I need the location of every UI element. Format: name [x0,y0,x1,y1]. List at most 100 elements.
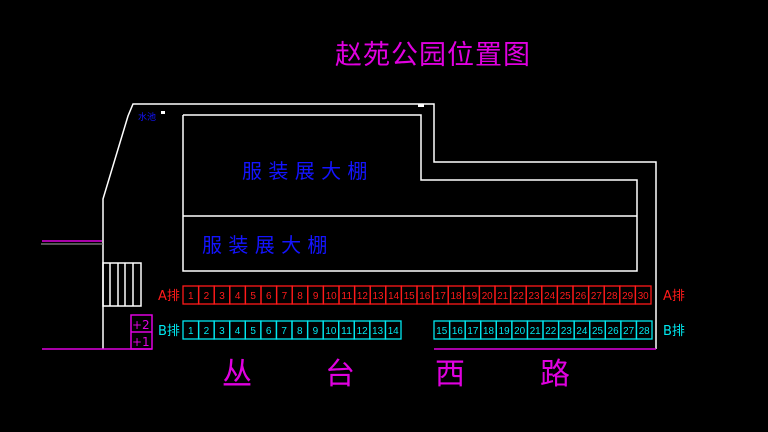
stall-13: 13 [369,285,387,305]
stall-number: 9 [313,326,319,337]
stall-18: 18 [480,320,497,340]
stall-number: 22 [545,326,556,337]
stall-5: 5 [244,320,262,340]
road-char-2: 台 [325,357,355,392]
stall-19: 19 [495,320,513,340]
stall-22: 22 [509,285,527,305]
stall-23: 23 [557,320,575,340]
outer-wall [102,103,657,349]
stall-number: 26 [608,326,619,337]
stall-number: 1 [188,326,194,337]
stall-number: 29 [622,291,633,302]
row-a-label-right: A排 [663,289,685,304]
stall-number: 1 [188,291,194,302]
stall-11: 11 [338,320,355,340]
stall-number: 10 [326,291,337,302]
stall-number: 22 [513,291,524,302]
stall-number: 30 [638,291,649,302]
stall-3: 3 [213,285,231,305]
stall-11: 11 [338,285,356,305]
road-char-3: 西 [435,357,465,392]
stall-12: 12 [353,285,371,305]
stall-number: 20 [514,326,525,337]
stall-number: 5 [250,291,256,302]
stall-number: 12 [357,291,368,302]
stall-number: 7 [281,326,287,337]
level-upper: +2 [132,318,150,332]
stall-16: 16 [448,320,466,340]
row-a-label: A排 [158,289,180,304]
stall-number: 4 [235,326,241,337]
stall-25: 25 [589,320,606,340]
stall-box [635,320,653,340]
stall-number: 24 [576,326,587,337]
stall-15: 15 [400,285,418,305]
row-b-label-right: B排 [663,324,685,339]
gate-mark [418,104,424,107]
stall-number: 24 [544,291,555,302]
stall-number: 15 [404,291,415,302]
stall-number: 18 [451,291,462,302]
stall-6: 6 [260,285,278,305]
stall-3: 3 [213,320,231,340]
stall-8: 8 [291,320,309,340]
level-lower: +1 [132,335,150,349]
stall-number: 16 [419,291,430,302]
stall-number: 10 [325,326,336,337]
stall-number: 2 [204,291,210,302]
stall-25: 25 [556,285,574,305]
stall-number: 25 [592,326,603,337]
stall-number: 27 [623,326,634,337]
stall-10: 10 [322,285,340,305]
stall-14: 14 [384,320,402,340]
stall-20: 20 [511,320,529,340]
stall-number: 18 [483,326,494,337]
stall-4: 4 [229,320,246,340]
tent-label-lower: 服 装 展 大 棚 [202,233,327,257]
stall-number: 15 [436,326,447,337]
stall-16: 16 [416,285,434,305]
stall-24: 24 [573,320,591,340]
stall-28: 28 [603,285,621,305]
stall-27: 27 [620,320,638,340]
stall-number: 2 [204,326,210,337]
stall-number: 8 [297,291,303,302]
stall-26: 26 [572,285,590,305]
stall-2: 2 [197,285,215,305]
stall-17: 17 [431,285,449,305]
stall-number: 8 [297,326,303,337]
stall-30: 30 [634,285,652,305]
stall-number: 11 [341,291,352,302]
stall-number: 14 [388,291,399,302]
stall-27: 27 [587,285,605,305]
stall-number: 28 [607,291,618,302]
road-char-1: 丛 [222,357,252,392]
stall-number: 11 [341,326,352,337]
stall-17: 17 [464,320,482,340]
tent-outline [182,114,638,272]
stall-number: 21 [530,326,541,337]
stall-box [384,320,402,340]
stall-number: 23 [529,291,540,302]
stall-28: 28 [635,320,653,340]
stall-number: 5 [250,326,256,337]
stall-number: 17 [435,291,446,302]
stall-9: 9 [306,320,324,340]
stall-4: 4 [229,285,247,305]
row-b-label: B排 [158,324,180,339]
stall-number: 26 [575,291,586,302]
stall-number: 4 [235,291,241,302]
stall-12: 12 [353,320,371,340]
stall-number: 6 [266,326,272,337]
stall-number: 13 [372,326,383,337]
stall-number: 16 [452,326,463,337]
stall-24: 24 [541,285,559,305]
stall-21: 21 [494,285,512,305]
level-box: +2 +1 [130,314,153,350]
stall-number: 25 [560,291,571,302]
stall-5: 5 [244,285,262,305]
